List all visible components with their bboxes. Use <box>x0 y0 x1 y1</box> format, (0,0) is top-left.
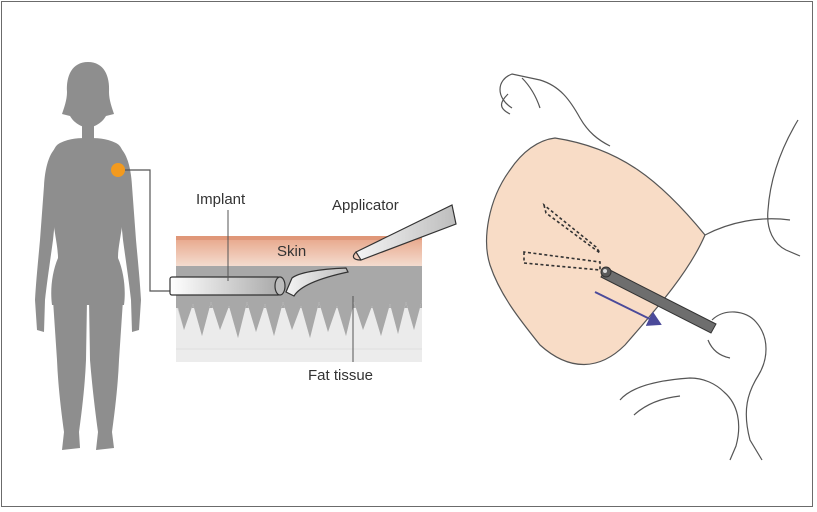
female-silhouette-icon <box>35 62 141 450</box>
upper-hand-outline <box>500 74 610 146</box>
label-applicator: Applicator <box>332 197 399 214</box>
implant-site-marker <box>111 163 125 177</box>
arm-insertion-illustration <box>487 74 800 460</box>
label-fat-tissue: Fat tissue <box>308 367 373 384</box>
arm-skin-area <box>487 138 705 365</box>
label-implant: Implant <box>196 191 246 208</box>
label-skin: Skin <box>277 243 306 260</box>
lower-hand-outline <box>712 312 766 460</box>
